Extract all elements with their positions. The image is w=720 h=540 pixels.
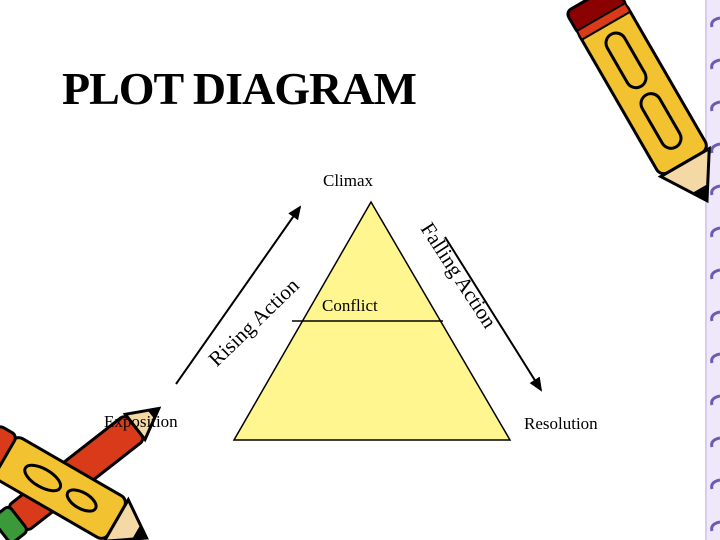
page-title: PLOT DIAGRAM (62, 63, 417, 114)
pencil-icon-top (566, 0, 711, 204)
climax-label: Climax (323, 171, 374, 190)
falling-action-arrow (444, 236, 543, 392)
pencils-icon-bottom (0, 406, 162, 540)
exposition-label: Exposition (104, 412, 178, 431)
plot-triangle (232, 200, 512, 441)
resolution-label: Resolution (524, 414, 598, 433)
notebook-binding-icon (705, 0, 720, 540)
rising-action-arrow (175, 205, 302, 385)
conflict-label: Conflict (322, 296, 378, 315)
